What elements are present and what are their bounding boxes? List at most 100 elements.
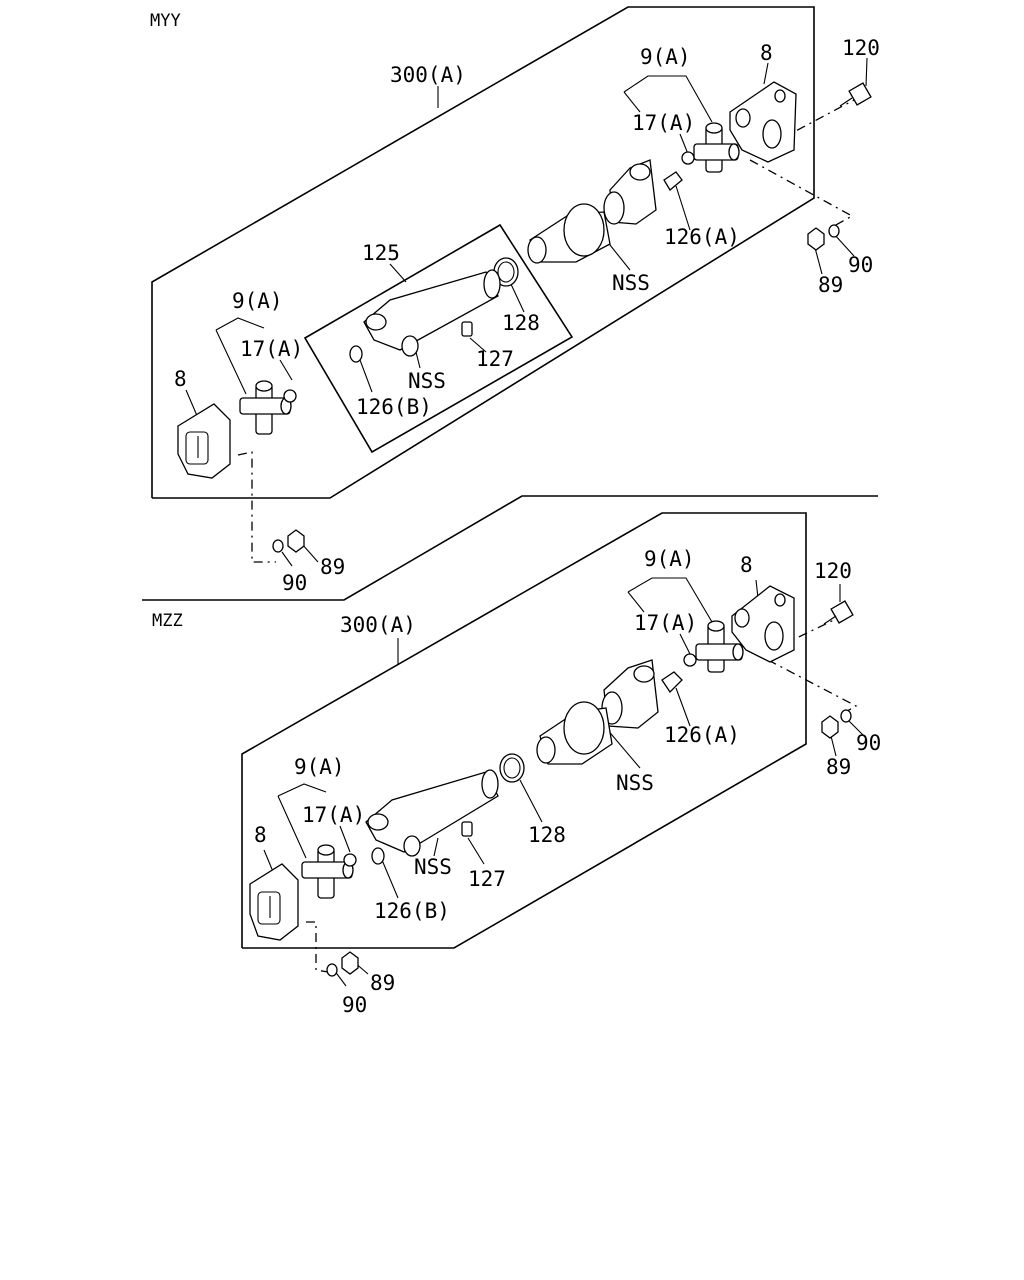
slip-joint (527, 203, 611, 264)
section-mzz: MZZ (152, 512, 881, 1017)
label-fitting-front: 17(A) (302, 803, 365, 827)
front-grease-fitting (283, 389, 297, 403)
assembly-boundary (151, 6, 815, 499)
fastening-line-rear (767, 659, 858, 715)
leader-plug-rear (675, 185, 691, 231)
label-washer-front: 90 (342, 993, 367, 1017)
rear-universal-joint (693, 122, 740, 173)
rear-universal-joint (695, 620, 744, 673)
washer-front (326, 963, 338, 977)
bolt-line (759, 99, 855, 151)
label-washer-front: 90 (282, 571, 307, 595)
rear-plug (663, 171, 683, 191)
slip-joint (536, 701, 613, 765)
leader-joint-rear (627, 577, 713, 623)
leader-joint-front-b (215, 329, 247, 395)
rear-plug (661, 671, 683, 694)
leader-tube (433, 837, 439, 857)
label-nut-front: 89 (320, 555, 345, 579)
label-flange-front: 8 (174, 367, 187, 391)
label-joint-front: 9(A) (232, 289, 283, 313)
front-flange (249, 863, 299, 941)
label-nut-front: 89 (370, 971, 395, 995)
leader-fitting-rear (679, 633, 691, 655)
label-washer-rear: 90 (856, 731, 881, 755)
leader-grease (469, 337, 487, 353)
label-tube: NSS (414, 855, 452, 879)
label-yoke-rear: NSS (612, 271, 650, 295)
bolt (839, 82, 872, 107)
washer-rear (840, 709, 852, 723)
section-code-myy: MYY (150, 11, 181, 31)
leader-fitting-front (279, 359, 293, 381)
label-fitting-rear: 17(A) (632, 111, 695, 135)
leader-fitting-rear-b (627, 591, 645, 613)
label-joint-rear: 9(A) (640, 45, 691, 69)
bolt (823, 600, 854, 625)
bolt-line (779, 619, 835, 647)
front-universal-joint (301, 844, 354, 899)
leader-washer-rear (847, 719, 867, 739)
leader-washer-front (281, 551, 293, 567)
front-plug (371, 847, 385, 865)
label-plug-rear: 126(A) (664, 225, 740, 249)
label-kit: 125 (362, 241, 400, 265)
leader-kit (389, 263, 407, 283)
front-universal-joint (239, 380, 292, 435)
label-seal: 128 (528, 823, 566, 847)
label-assembly: 300(A) (390, 63, 466, 87)
rear-yoke (603, 159, 657, 225)
leader-joint-front (277, 783, 327, 797)
label-tube: NSS (408, 369, 446, 393)
assembly-boundary (241, 512, 807, 949)
leader-plug-front (381, 859, 399, 899)
leader-grease (467, 837, 485, 865)
label-yoke-rear: NSS (616, 771, 654, 795)
leader-nut-front (301, 543, 319, 563)
label-fitting-rear: 17(A) (634, 611, 697, 635)
label-bolt: 120 (814, 559, 852, 583)
label-nut-rear: 89 (818, 273, 843, 297)
leader-plug-front (359, 359, 373, 393)
front-plug (349, 345, 363, 363)
leader-joint-rear (623, 75, 713, 123)
label-flange-front: 8 (254, 823, 267, 847)
grease-nipple (461, 821, 473, 837)
label-flange-rear: 8 (740, 553, 753, 577)
section-divider (142, 495, 878, 601)
seal (499, 753, 525, 783)
rear-grease-fitting (681, 151, 695, 165)
fastening-line-front (237, 451, 276, 563)
label-flange-rear: 8 (760, 41, 773, 65)
rear-yoke (601, 659, 659, 729)
section-myy: MYY (150, 6, 880, 595)
leader-seal (509, 281, 525, 313)
leader-joint-front (215, 317, 265, 331)
leader-tube (415, 351, 421, 369)
label-bolt: 120 (842, 36, 880, 60)
rear-flange (731, 585, 795, 663)
label-seal: 128 (502, 311, 540, 335)
fastening-line-rear (749, 159, 854, 227)
leader-seal (519, 779, 543, 823)
leader-bolt (865, 57, 868, 87)
tube-yoke (365, 769, 499, 857)
label-nut-rear: 89 (826, 755, 851, 779)
grease-nipple (461, 321, 473, 337)
tube-yoke (363, 269, 501, 357)
label-assembly: 300(A) (340, 613, 416, 637)
label-washer-rear: 90 (848, 253, 873, 277)
label-grease: 127 (476, 347, 514, 371)
section-code-mzz: MZZ (152, 611, 183, 631)
rear-grease-fitting (683, 653, 697, 667)
leader-fitting-front (339, 825, 351, 853)
label-plug-front: 126(B) (374, 899, 450, 923)
front-flange (177, 403, 231, 479)
leader-plug-rear (675, 687, 691, 727)
nut-rear (807, 227, 825, 251)
leader-washer-rear (833, 233, 855, 257)
label-grease: 127 (468, 867, 506, 891)
leader-flange-front (185, 389, 199, 419)
leader-yoke-rear (605, 727, 641, 769)
